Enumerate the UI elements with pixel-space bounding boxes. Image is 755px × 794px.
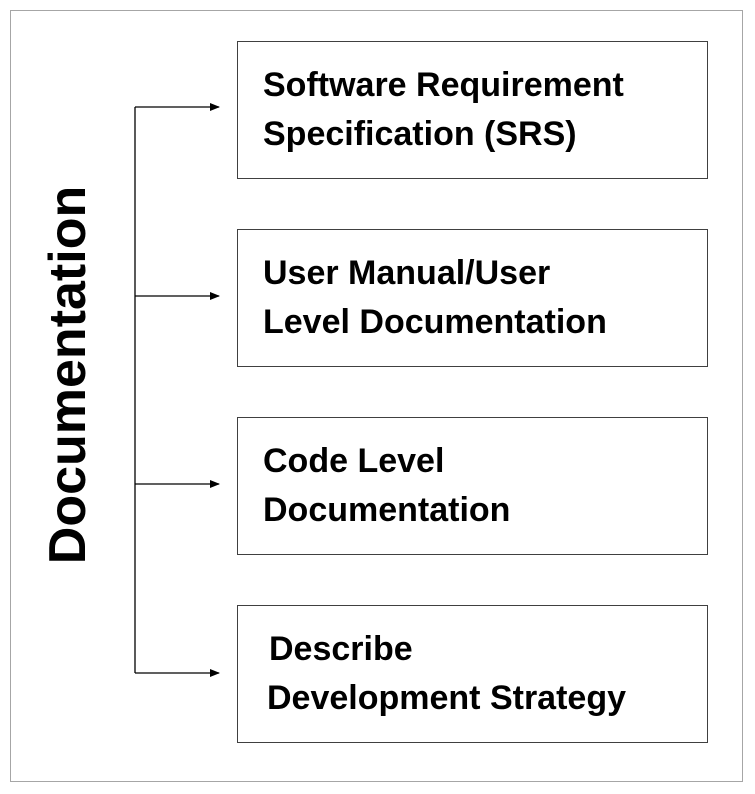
- node-development-strategy: Describe Development Strategy: [237, 605, 708, 743]
- node-code-level-line-2: Documentation: [263, 491, 511, 529]
- node-development-strategy-label: Describe Development Strategy: [238, 625, 626, 723]
- node-srs: Software Requirement Specification (SRS): [237, 41, 708, 179]
- node-srs-line-2: Specification (SRS): [263, 115, 577, 153]
- node-development-strategy-line-1: Describe: [269, 630, 413, 668]
- node-user-manual-line-2: Level Documentation: [263, 303, 607, 341]
- node-user-manual-label: User Manual/User Level Documentation: [238, 249, 607, 347]
- node-code-level-label: Code Level Documentation: [238, 437, 510, 535]
- node-srs-label: Software Requirement Specification (SRS): [238, 61, 624, 159]
- node-srs-line-1: Software Requirement: [263, 66, 624, 104]
- root-label: Documentation: [39, 185, 97, 565]
- node-user-manual: User Manual/User Level Documentation: [237, 229, 708, 367]
- node-user-manual-line-1: User Manual/User: [263, 254, 551, 292]
- node-code-level-line-1: Code Level: [263, 442, 445, 480]
- node-development-strategy-line-2: Development Strategy: [267, 679, 626, 717]
- node-code-level: Code Level Documentation: [237, 417, 708, 555]
